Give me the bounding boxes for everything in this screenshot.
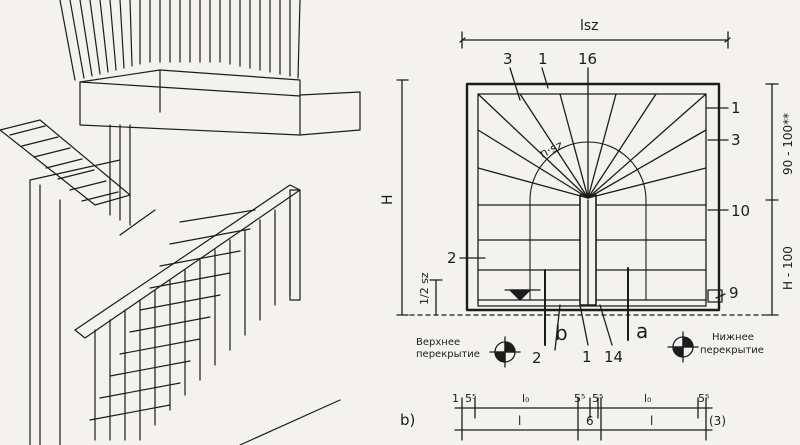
dim-row1-5: l₀ [644, 392, 652, 405]
callout-14: 14 [604, 348, 623, 366]
section-mark-a: a [636, 319, 648, 343]
dim-row1-6: 5⁵ [698, 392, 709, 405]
dim-row2-3: (3) [709, 414, 726, 428]
callout-10: 10 [731, 202, 750, 220]
callout-1-right: 1 [731, 99, 741, 117]
dim-row2-0: l [518, 414, 521, 428]
lower-floor-label-line2: перекрытие [700, 345, 764, 356]
panel-label: b) [400, 411, 415, 429]
dim-row1-2: l₀ [522, 392, 530, 405]
callout-3-top: 3 [503, 50, 513, 68]
dim-row2-1: 6 [586, 414, 594, 428]
dim-row1-4: 5⁵ [592, 392, 603, 405]
half-riser-label: 1/2 sz [418, 272, 431, 305]
height-dimension-label: H [380, 194, 396, 205]
right-dimension-upper: 90 - 100** [781, 113, 795, 175]
dim-row1-3: 5⁵ [574, 392, 585, 405]
callout-3-right: 3 [731, 131, 741, 149]
lower-floor-label-line1: Нижнее [712, 332, 754, 343]
right-dimension-lower: H - 100 [781, 246, 795, 290]
dim-row2-2: l [650, 414, 653, 428]
upper-floor-label-line2: перекрытие [416, 349, 480, 360]
dim-row1-0: 1 [452, 392, 459, 405]
section-mark-b: b [555, 321, 568, 345]
callout-2-bottom: 2 [532, 349, 542, 367]
upper-floor-label-line1: Верхнее [416, 337, 460, 348]
callout-1-bottom: 1 [582, 348, 592, 366]
width-dimension-label: lsz [580, 18, 599, 34]
callout-1-top: 1 [538, 50, 548, 68]
callout-16: 16 [578, 50, 597, 68]
callout-2-left: 2 [447, 249, 457, 267]
dim-row1-1: 5⁵ [465, 392, 476, 405]
callout-9: 9 [729, 284, 739, 302]
